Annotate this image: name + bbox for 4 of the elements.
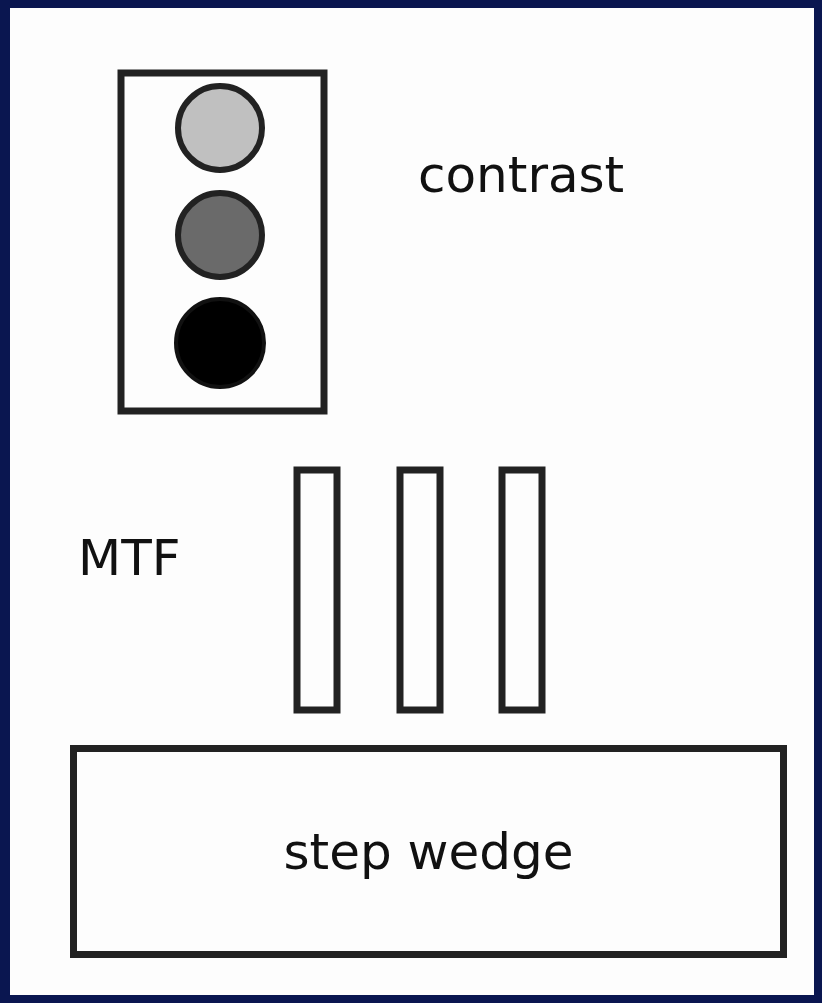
mtf-label: MTF	[78, 533, 181, 583]
contrast-label: contrast	[418, 150, 625, 200]
step-wedge-box	[70, 745, 787, 958]
node-label: step wedge	[283, 826, 574, 877]
